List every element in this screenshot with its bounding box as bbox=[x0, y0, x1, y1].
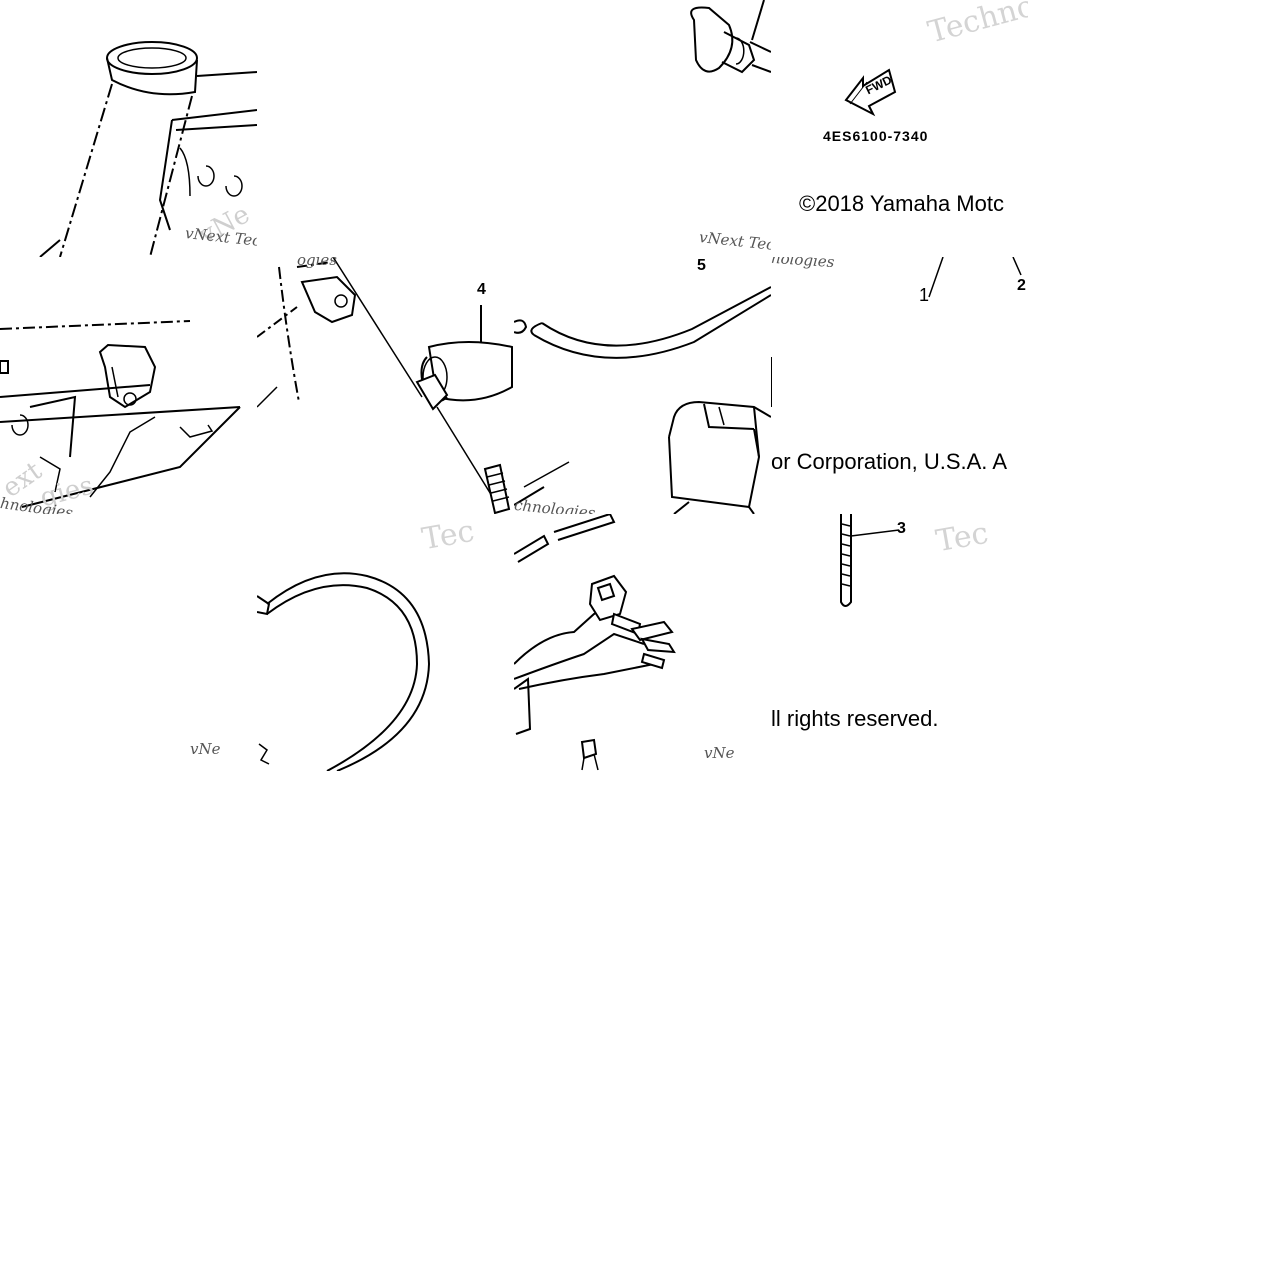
callout-4: 4 bbox=[477, 281, 486, 298]
callout-3: 3 bbox=[897, 520, 906, 537]
tile-frame-head: vNe vNext Tec bbox=[0, 0, 257, 257]
tile-wire-harness: vNe bbox=[514, 514, 771, 771]
tile-connector-top: vNext Tec bbox=[514, 0, 771, 257]
tile-blank-row2-0: vNe bbox=[0, 514, 257, 771]
tile-blank-top-1 bbox=[257, 0, 514, 257]
copyright-line-2: or Corporation, U.S.A. A bbox=[771, 449, 1007, 474]
callout-1: 1 bbox=[919, 285, 930, 305]
tile-wire-loop: Tec bbox=[257, 514, 514, 771]
copyright-line-3: ll rights reserved. bbox=[771, 706, 939, 731]
tile-ignition-coil: 4 ogies bbox=[257, 257, 514, 514]
tile-copyright-mid: nologies 1 2 or Corporation, U.S.A. A bbox=[771, 257, 1028, 514]
part-number: 4ES6100-7340 bbox=[823, 128, 929, 144]
copyright-line-1: ©2018 Yamaha Motc bbox=[799, 191, 1004, 216]
tile-fwd-label: Techno FWD 4ES6100-7340 ©2018 Yamaha Mot… bbox=[771, 0, 1028, 257]
watermark-vne-1: vNe bbox=[190, 740, 221, 758]
callout-5: 5 bbox=[697, 257, 706, 274]
callout-2: 2 bbox=[1017, 277, 1026, 294]
tile-frame-side: ext gies hnologies bbox=[0, 257, 257, 514]
tile-hose-relay: 5 chnologies bbox=[514, 257, 771, 514]
tile-cable-strap: 3 Tec ll rights reserved. bbox=[771, 514, 1028, 771]
